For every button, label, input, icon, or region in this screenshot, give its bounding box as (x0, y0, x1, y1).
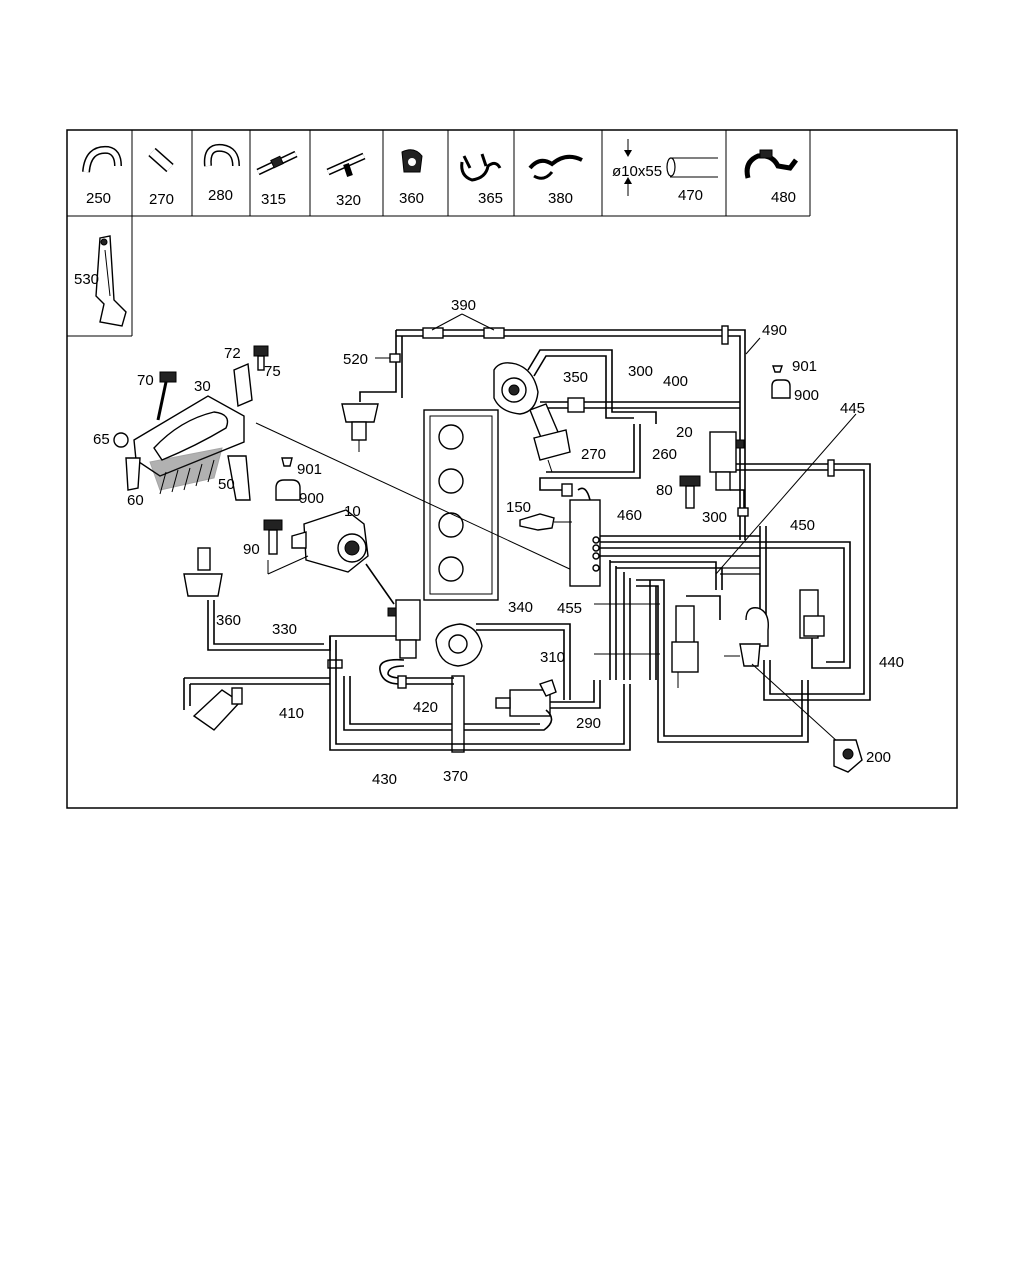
callout-450: 450 (790, 517, 815, 534)
vacuum-capsule-left (183, 547, 243, 731)
callout-300-right: 300 (702, 509, 727, 526)
callout-330: 330 (272, 621, 297, 638)
vacuum-regulator-340 (435, 623, 571, 700)
control-module-30 (113, 345, 269, 501)
valve-assembly-440 (799, 589, 825, 669)
callout-390: 390 (451, 297, 476, 314)
vacuum-line-455 (594, 560, 809, 743)
clip-380-icon (528, 154, 583, 180)
callout-90: 90 (243, 541, 260, 558)
legend-dimension-470: ø10x55 (612, 163, 662, 180)
callout-520: 520 (343, 351, 368, 368)
legend-label-530: 530 (74, 271, 99, 288)
legend-label-270: 270 (149, 191, 174, 208)
vacuum-line-420 (379, 658, 454, 689)
callout-340: 340 (508, 599, 533, 616)
callout-900-right: 900 (794, 387, 819, 404)
leader-line-390a (431, 313, 463, 331)
callout-260: 260 (652, 446, 677, 463)
callout-410: 410 (279, 705, 304, 722)
callout-901-right: 901 (792, 358, 817, 375)
hose-dimension-470-icon (624, 139, 718, 196)
double-clip-365-icon (460, 153, 502, 182)
callout-65: 65 (93, 431, 110, 448)
callout-310: 310 (540, 649, 565, 666)
hose-bend-280-icon (203, 143, 240, 167)
callout-50: 50 (218, 476, 235, 493)
actuator-10 (291, 509, 395, 605)
callout-460: 460 (617, 507, 642, 524)
leader-line-390b (461, 313, 495, 331)
tee-connector-320-icon (326, 152, 366, 177)
clip-360-icon (401, 149, 423, 173)
callout-440: 440 (879, 654, 904, 671)
connector-150 (519, 513, 572, 531)
pressure-transducer (387, 599, 421, 659)
callout-10: 10 (344, 503, 361, 520)
callout-490: 490 (762, 322, 787, 339)
callout-430: 430 (372, 771, 397, 788)
callout-30: 30 (194, 378, 211, 395)
callout-370: 370 (443, 768, 468, 785)
valve-block-455 (569, 487, 601, 587)
legend-label-470: 470 (678, 187, 703, 204)
bolt-90 (263, 519, 309, 575)
callout-350: 350 (563, 369, 588, 386)
bracket-530-icon (95, 235, 127, 327)
switchover-valve-20 (709, 431, 871, 701)
valve-assembly-middle (671, 595, 769, 688)
vacuum-pump (493, 349, 657, 424)
callout-420: 420 (413, 699, 438, 716)
vacuum-line-290 (343, 676, 553, 731)
callout-290: 290 (576, 715, 601, 732)
hose-straight-270-icon (148, 147, 174, 173)
vacuum-line-260 (539, 424, 641, 497)
legend-label-360: 360 (399, 190, 424, 207)
valve-310 (495, 679, 601, 717)
legend-label-315: 315 (261, 191, 286, 208)
vacuum-line-400 (529, 397, 740, 473)
callout-270: 270 (581, 446, 606, 463)
callout-360: 360 (216, 612, 241, 629)
bolt-80 (679, 475, 701, 509)
sensor-200 (751, 663, 863, 773)
callout-20: 20 (676, 424, 693, 441)
callout-300-top: 300 (628, 363, 653, 380)
callout-455: 455 (557, 600, 582, 617)
callout-80: 80 (656, 482, 673, 499)
legend-label-380: 380 (548, 190, 573, 207)
vacuum-unit-900-right (771, 365, 791, 399)
parts-legend: 250 270 280 315 320 360 365 380 ø10x55 4… (67, 130, 811, 337)
callout-72: 72 (224, 345, 241, 362)
legend-label-320: 320 (336, 192, 361, 209)
callout-900-left: 900 (299, 490, 324, 507)
callout-150: 150 (506, 499, 531, 516)
legend-label-480: 480 (771, 189, 796, 206)
diagram-frame (66, 129, 958, 809)
hose-bend-250-icon (82, 145, 122, 173)
legend-label-250: 250 (86, 190, 111, 207)
leader-line-445 (715, 413, 857, 575)
callout-60: 60 (127, 492, 144, 509)
engine-block (423, 409, 499, 601)
vacuum-line-390 (341, 325, 746, 540)
vacuum-unit-900-left (275, 457, 301, 501)
connector-315-icon (256, 150, 298, 176)
callout-200: 200 (866, 749, 891, 766)
vacuum-line-430 (329, 636, 631, 751)
callout-75: 75 (264, 363, 281, 380)
legend-label-365: 365 (478, 190, 503, 207)
vacuum-line-460 (600, 526, 851, 669)
callout-901-left: 901 (297, 461, 322, 478)
callout-400: 400 (663, 373, 688, 390)
tube-370 (451, 675, 465, 753)
callout-445: 445 (840, 400, 865, 417)
leader-line-30 (255, 422, 575, 572)
clip-480-icon (744, 149, 798, 179)
callouts: 390 490 520 901 900 350 300 400 445 20 2… (93, 297, 904, 788)
legend-label-280: 280 (208, 187, 233, 204)
leader-line-490 (745, 337, 761, 355)
callout-70: 70 (137, 372, 154, 389)
